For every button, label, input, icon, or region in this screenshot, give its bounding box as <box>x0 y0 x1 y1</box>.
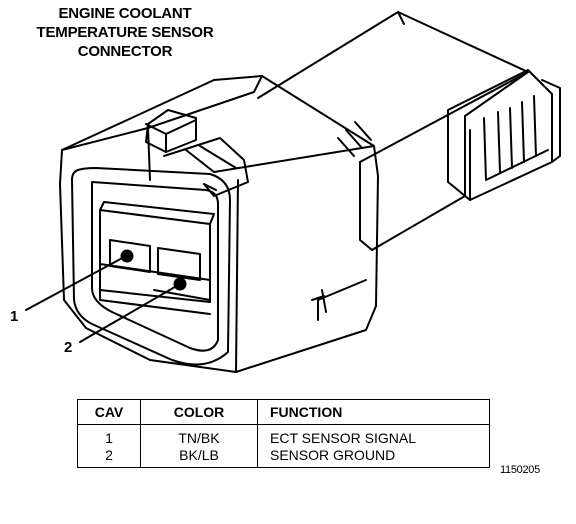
front-face <box>71 167 231 366</box>
cell-color: TN/BK <box>140 424 258 446</box>
callout-1-label: 1 <box>10 308 19 325</box>
cell-function: SENSOR GROUND <box>257 446 490 468</box>
cell-function: ECT SENSOR SIGNAL <box>257 424 490 446</box>
connector-sleeve <box>257 11 529 251</box>
header-color: COLOR <box>140 399 258 425</box>
latch-tab <box>145 109 249 197</box>
callout-2-label: 2 <box>64 339 73 356</box>
terminal-cavities <box>99 201 215 315</box>
pinout-table: CAV COLOR FUNCTION 1 TN/BK ECT SENSOR SI… <box>77 399 490 468</box>
table-header-row: CAV COLOR FUNCTION <box>77 399 490 425</box>
diagram-title: ENGINE COOLANT TEMPERATURE SENSOR CONNEC… <box>0 4 250 61</box>
figure-id: 1150205 <box>500 464 540 476</box>
title-line-1: ENGINE COOLANT <box>58 5 192 22</box>
rear-flange <box>447 69 561 201</box>
cavity-1 <box>109 239 151 273</box>
title-line-3: CONNECTOR <box>77 43 173 60</box>
title-line-2: TEMPERATURE SENSOR <box>36 24 214 41</box>
cavity-2 <box>157 247 201 281</box>
cell-cav: 1 <box>77 424 141 446</box>
callout-2-leader <box>79 283 181 343</box>
cell-color: BK/LB <box>140 446 258 468</box>
callout-1-leader <box>25 255 127 311</box>
header-function: FUNCTION <box>257 399 490 425</box>
table-row: 1 TN/BK ECT SENSOR SIGNAL <box>77 424 490 446</box>
cell-cav: 2 <box>77 446 141 468</box>
header-cav: CAV <box>77 399 141 425</box>
table-row: 2 BK/LB SENSOR GROUND <box>77 446 490 468</box>
